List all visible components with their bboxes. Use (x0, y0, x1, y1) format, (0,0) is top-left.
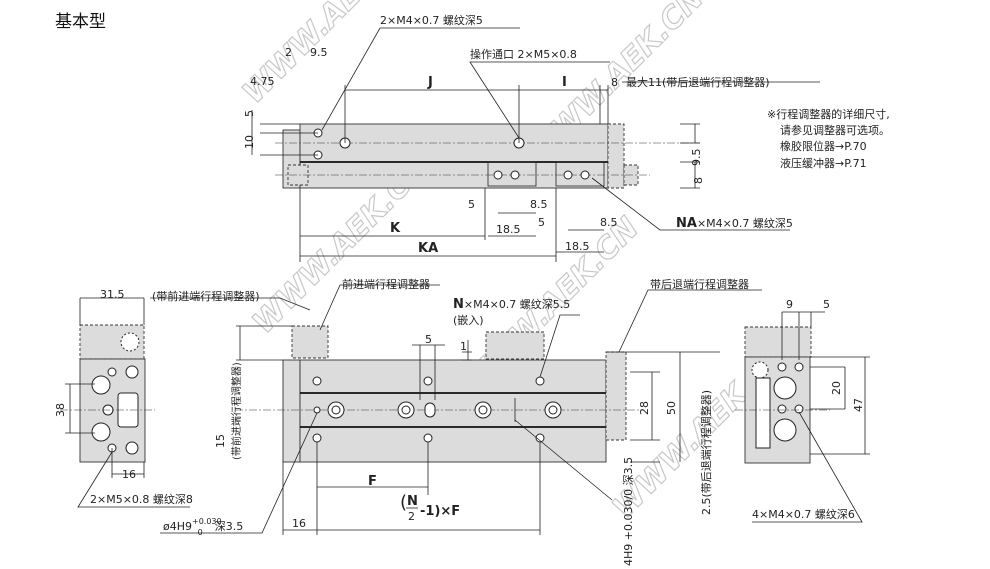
depth: 深3.5 (215, 520, 244, 533)
formula-rest: -1)×F (420, 504, 460, 519)
dim-10v: 10 (243, 135, 256, 149)
dim-I: I (562, 75, 567, 90)
dim-9: 9 (786, 298, 793, 311)
dim-5v: 5 (243, 110, 256, 117)
dim-16: 16 (292, 517, 306, 530)
insert-label: (嵌入) (453, 314, 484, 327)
dim-8: 8 (611, 76, 618, 89)
note-line: 请参见调整器可选项。 (780, 123, 890, 137)
pin-left: ø4H9 (163, 520, 192, 533)
note-line: ※行程调整器的详细尺寸, (767, 107, 890, 121)
front-view: 前进端行程调整器 N×M4×0.7 螺纹深5.5 (嵌入) 5 1 15 (带前… (160, 277, 762, 566)
dim-15: 15 (214, 434, 227, 448)
dim-20: 20 (830, 381, 843, 395)
thread-na-bold: NA (676, 216, 697, 231)
dim-5: 5 (823, 298, 830, 311)
note-line: 液压缓冲器→P.71 (780, 156, 867, 170)
tol-lower: 0 (198, 528, 203, 537)
dim-5b: 5 (538, 216, 545, 229)
page-title: 基本型 (55, 12, 106, 32)
dim-8v: 8 (692, 177, 705, 184)
notes: ※行程调整器的详细尺寸, 请参见调整器可选项。 橡胶限位器→P.70 液压缓冲器… (767, 107, 890, 170)
dim-9-5v: 9.5 (690, 149, 703, 167)
thread-label: 2×M4×0.7 螺纹深5 (380, 13, 483, 27)
front-adjuster-label: (带前进端行程调整器) (152, 289, 260, 303)
dim-18-5a: 18.5 (496, 223, 521, 236)
dim-5: 5 (425, 333, 432, 346)
thread-n: ×M4×0.7 螺纹深5.5 (464, 297, 570, 311)
dim-28: 28 (638, 401, 651, 415)
dim-18-5b: 18.5 (565, 240, 590, 253)
dim-8-5a: 8.5 (530, 198, 548, 211)
port-label: 操作通口 2×M5×0.8 (470, 47, 577, 61)
formula-N: N (407, 494, 418, 509)
dim-16: 16 (122, 468, 136, 481)
dim-38: 38 (54, 403, 67, 417)
tol-upper: +0.030 (192, 517, 222, 526)
dim-8-5b: 8.5 (600, 216, 618, 229)
left-end-view: 31.5 (带前进端行程调整器) 38 16 2×M5×0.8 螺纹深8 (54, 288, 311, 508)
thread-label: 2×M5×0.8 螺纹深8 (90, 492, 193, 506)
dim-1: 1 (460, 340, 467, 353)
dim-9-5: 9.5 (310, 46, 328, 59)
thread-na: ×M4×0.7 螺纹深5 (697, 216, 793, 230)
front-adjuster-vertical: (带前进端行程调整器) (230, 362, 243, 460)
svg-text:N×M4×0.7 螺纹深5.5: N×M4×0.7 螺纹深5.5 (453, 297, 570, 312)
rear-adjuster-vertical: 2.5(带后退端行程调整器) (699, 390, 713, 515)
dim-47: 47 (852, 398, 865, 412)
front-adjuster-label: 前进端行程调整器 (342, 277, 430, 291)
pin-right: 4H9 +0.030/0 深3.5 (622, 457, 635, 566)
paren-open: ( (400, 492, 407, 513)
dim-K: K (390, 221, 401, 236)
dim-5a: 5 (468, 198, 475, 211)
dim-2: 2 (285, 46, 292, 59)
dim-4-75: 4.75 (250, 75, 275, 88)
dim-KA: KA (418, 241, 438, 256)
right-end-view: 9 5 20 47 4×M4×0.7 螺纹深6 (735, 298, 870, 523)
thread-label: 4×M4×0.7 螺纹深6 (752, 507, 855, 521)
rear-adjuster-label: 带后退端行程调整器 (650, 277, 749, 291)
top-view: 2×M4×0.7 螺纹深5 操作通口 2×M5×0.8 2 9.5 4.75 J… (243, 13, 820, 262)
dim-31-5: 31.5 (100, 288, 125, 301)
svg-text:NA×M4×0.7 螺纹深5: NA×M4×0.7 螺纹深5 (676, 216, 793, 231)
dim-F: F (368, 474, 377, 489)
max-note: 最大11(带后退端行程调整器) (626, 75, 770, 89)
thread-n-bold: N (453, 297, 464, 312)
formula-2: 2 (408, 510, 415, 523)
dim-50: 50 (665, 401, 678, 415)
dim-J: J (427, 75, 433, 90)
note-line: 橡胶限位器→P.70 (780, 139, 867, 153)
